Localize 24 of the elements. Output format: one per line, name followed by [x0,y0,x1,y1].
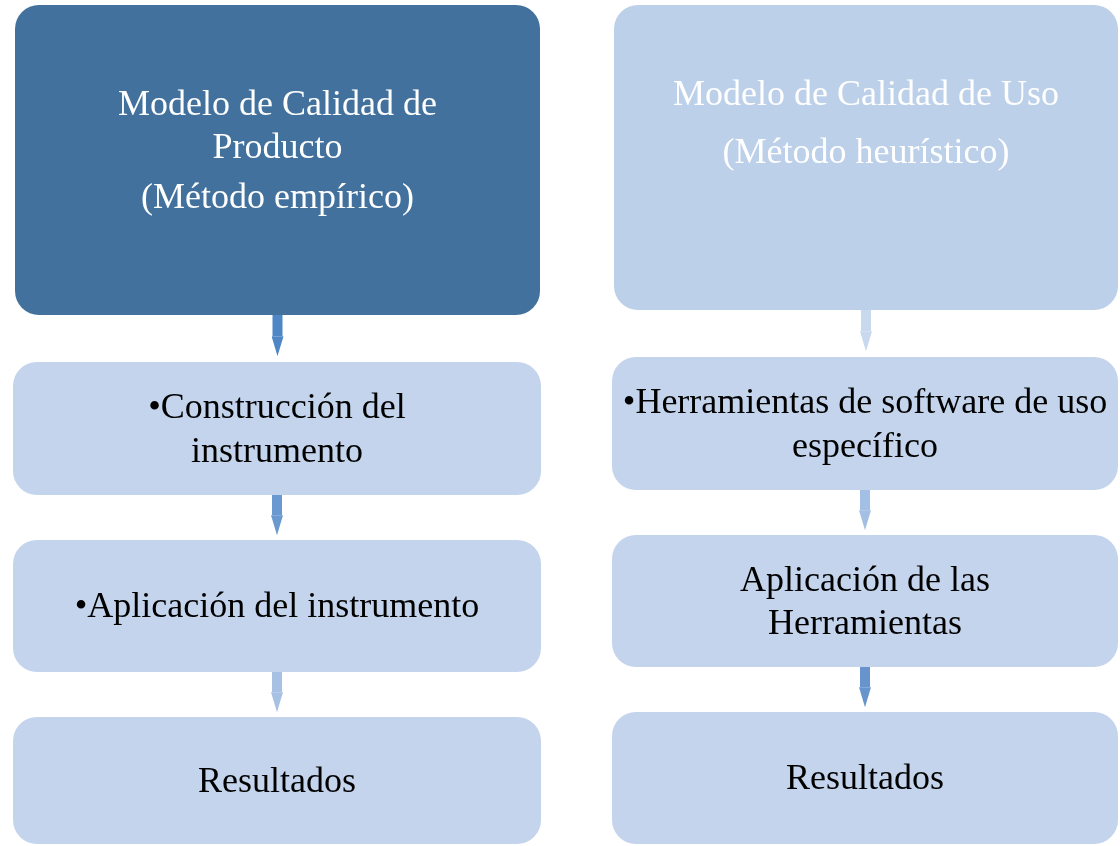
box-title: Modelo de Calidad de Uso [673,72,1059,116]
arrow [271,495,283,536]
box-title: Aplicación de las Herramientas [739,557,991,644]
box-title: Resultados [198,758,356,802]
box-subtitle: (Método empírico) [141,174,414,218]
box-title: Resultados [786,756,944,800]
arrow [859,667,871,708]
box-title: •Herramientas de software de uso específico [621,380,1109,467]
box-subtitle: (Método heurístico) [722,129,1010,173]
box-title: •Construcción del instrumento [147,385,407,472]
arrow [860,310,872,352]
arrow [271,315,284,357]
arrow [271,672,283,713]
box-title: Modelo de Calidad de Producto [117,82,438,169]
step-box [13,540,541,672]
step-box [13,717,541,844]
step-box [13,362,541,495]
box-title: •Aplicación del instrumento [74,584,480,628]
model-box [614,5,1118,310]
step-box [612,535,1118,667]
arrow [859,490,871,531]
model-box [15,5,540,315]
step-box [612,712,1118,844]
step-box [612,357,1118,490]
